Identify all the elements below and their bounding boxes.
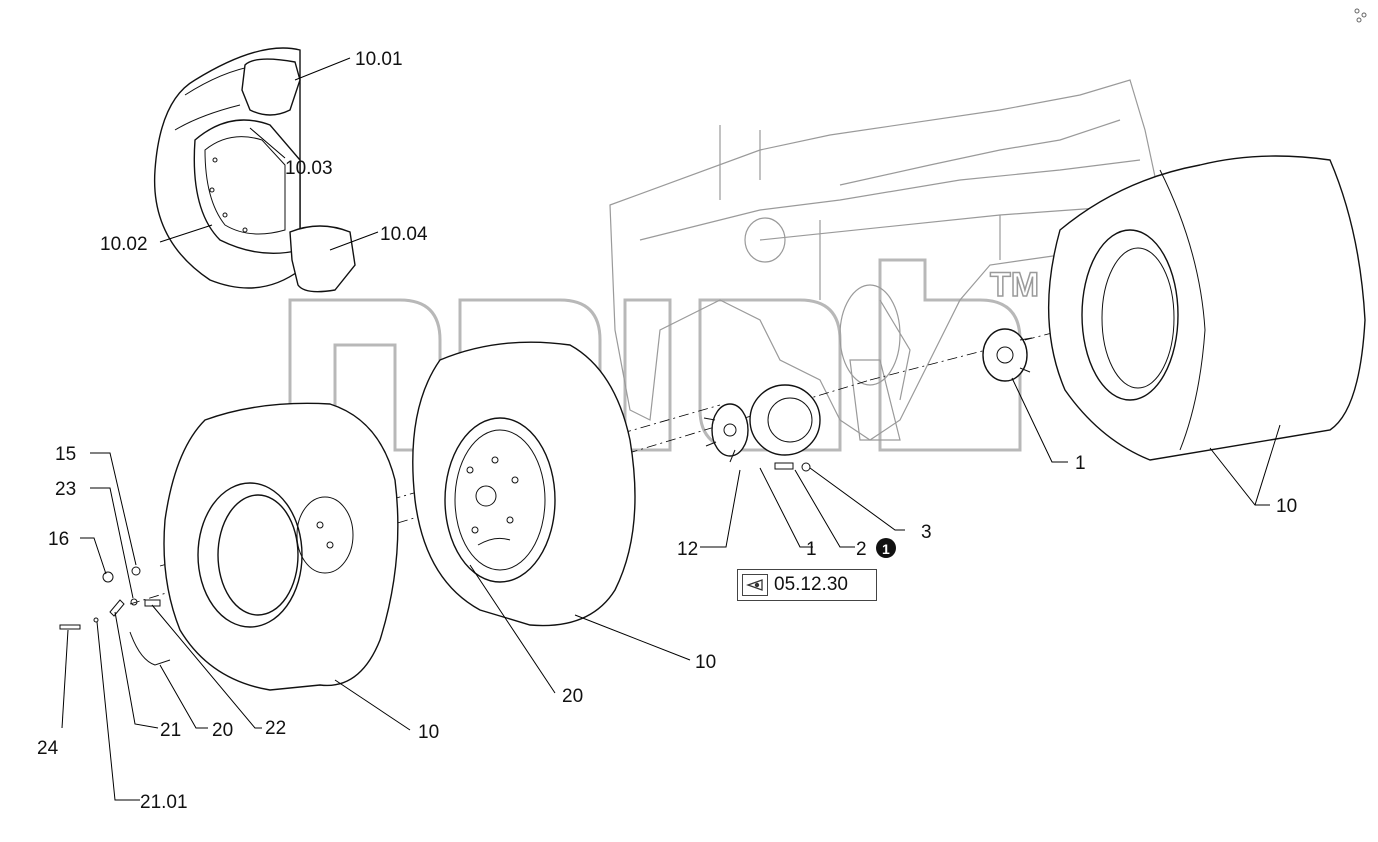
- callout-10-right: 10: [1276, 496, 1297, 517]
- callout-10-03: 10.03: [285, 158, 333, 179]
- callout-10-04: 10.04: [380, 224, 428, 245]
- note-marker: [876, 538, 896, 558]
- leader-lines: [61, 57, 1281, 801]
- left-wheel: [163, 402, 399, 691]
- callout-10-mid: 10: [695, 652, 716, 673]
- callout-24: 24: [37, 738, 59, 759]
- callout-10-01: 10.01: [355, 49, 403, 70]
- callout-12: 12: [677, 539, 698, 560]
- eye-view-icon: [742, 574, 768, 596]
- callout-3: 3: [921, 522, 932, 543]
- callout-15: 15: [55, 444, 76, 465]
- callout-20-mid: 20: [562, 686, 583, 707]
- watermark-trademark: TM: [990, 266, 1039, 304]
- machine-frame: [609, 79, 1161, 441]
- reference-box[interactable]: 05.12.30: [737, 569, 877, 601]
- exploded-tire: [153, 47, 356, 293]
- callout-10-left: 10: [418, 722, 439, 743]
- callout-21: 21: [160, 720, 181, 741]
- callout-1-hub: 1: [806, 539, 817, 560]
- callout-10-02: 10.02: [100, 234, 148, 255]
- valve-fittings: [59, 566, 171, 666]
- watermark: TM: [288, 258, 1040, 452]
- callout-2: 2: [856, 539, 867, 560]
- callout-21-01: 21.01: [140, 792, 188, 813]
- callout-20-small: 20: [212, 720, 233, 741]
- callout-23: 23: [55, 479, 76, 500]
- callout-1-right: 1: [1075, 453, 1086, 474]
- reference-text: 05.12.30: [774, 574, 848, 595]
- callout-labels: 10.01 10.03 10.02 10.04 15 23 16 24 21 2…: [37, 49, 1297, 813]
- corner-settings-icon[interactable]: [1352, 6, 1370, 24]
- middle-wheel: [412, 341, 636, 627]
- left-hub: [703, 384, 821, 472]
- note-marker-number: 1: [882, 541, 890, 557]
- right-hub: [982, 328, 1033, 382]
- callout-16: 16: [48, 529, 69, 550]
- callout-22: 22: [265, 718, 286, 739]
- right-wheel: [1047, 155, 1366, 461]
